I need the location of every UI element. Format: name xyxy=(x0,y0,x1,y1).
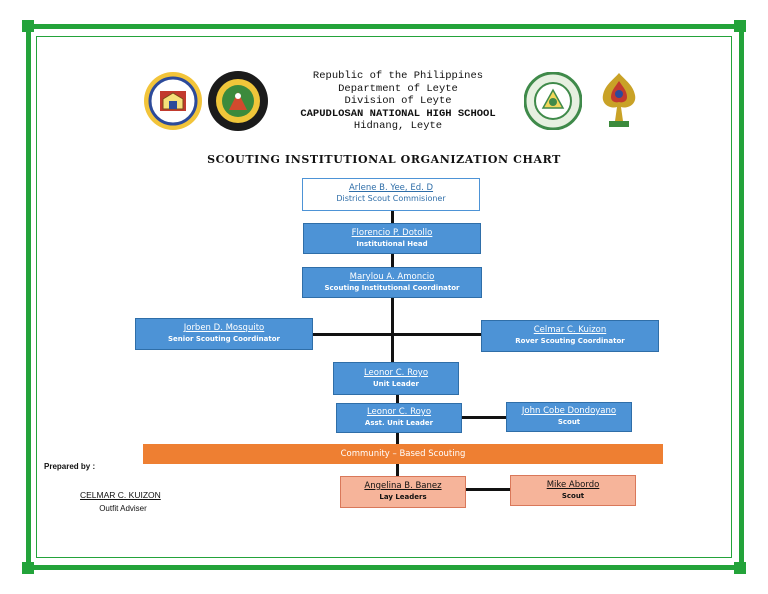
connector-line xyxy=(391,254,394,267)
connector-line xyxy=(466,488,510,491)
senior-coordinator-name: Jorben D. Mosquito xyxy=(183,323,265,333)
scout-role-lay: Scout xyxy=(561,492,585,500)
lay-leader-box: Angelina B. Banez Lay Leaders xyxy=(340,476,466,508)
connector-line xyxy=(396,464,399,476)
letterhead-department: Department of Leyte xyxy=(338,82,458,95)
letterhead-school: CAPUDLOSAN NATIONAL HIGH SCHOOL xyxy=(300,107,496,120)
connector-line xyxy=(391,298,394,362)
inner-frame xyxy=(36,36,732,558)
connector-line xyxy=(391,211,394,223)
connector-line xyxy=(313,333,481,336)
senior-coordinator-role: Senior Scouting Coordinator xyxy=(168,335,280,343)
commissioner-name: Arlene B. Yee, Ed. D xyxy=(348,183,434,193)
rover-coordinator-name: Celmar C. Kuizon xyxy=(533,325,607,335)
frame-corner xyxy=(22,20,34,32)
frame-corner xyxy=(734,562,746,574)
scouting-seal-icon xyxy=(208,71,268,131)
coordinator-name: Marylou A. Amoncio xyxy=(349,272,435,282)
rover-coordinator-role: Rover Scouting Coordinator xyxy=(515,337,625,345)
connector-line xyxy=(396,395,399,403)
commissioner-role: District Scout Commisioner xyxy=(336,194,446,203)
unit-leader-box: Leonor C. Royo Unit Leader xyxy=(333,362,459,395)
unit-leader-name: Leonor C. Royo xyxy=(363,368,429,378)
connector-line xyxy=(462,416,506,419)
coordinator-role: Scouting Institutional Coordinator xyxy=(324,284,460,292)
preparer-role: Outfit Adviser xyxy=(99,504,147,513)
rover-coordinator-box: Celmar C. Kuizon Rover Scouting Coordina… xyxy=(481,320,659,352)
letterhead: Republic of the Philippines Department o… xyxy=(290,70,506,133)
lay-leader-role: Lay Leaders xyxy=(379,493,427,501)
commissioner-box: Arlene B. Yee, Ed. D District Scout Comm… xyxy=(302,178,480,211)
scout-name: John Cobe Dondoyano xyxy=(521,406,617,416)
asst-unit-leader-name: Leonor C. Royo xyxy=(366,407,432,417)
community-based-scouting-band: Community – Based Scouting xyxy=(143,444,663,464)
scout-box: John Cobe Dondoyano Scout xyxy=(506,402,632,432)
asst-unit-leader-box: Leonor C. Royo Asst. Unit Leader xyxy=(336,403,462,433)
chart-title: SCOUTING INSTITUTIONAL ORGANIZATION CHAR… xyxy=(207,153,561,166)
preparer-name: CELMAR C. KUIZON xyxy=(80,490,161,500)
prepared-by-label: Prepared by : xyxy=(44,462,96,471)
asst-unit-leader-role: Asst. Unit Leader xyxy=(364,419,434,427)
coordinator-box: Marylou A. Amoncio Scouting Institutiona… xyxy=(302,267,482,298)
institutional-head-name: Florencio P. Dotollo xyxy=(351,228,433,238)
letterhead-town: Hidnang, Leyte xyxy=(353,120,443,132)
scout-name-lay: Mike Abordo xyxy=(546,480,600,490)
division-of-leyte-seal-icon xyxy=(524,72,582,130)
school-seal-icon xyxy=(144,72,202,130)
outer-frame xyxy=(26,24,744,570)
letterhead-division: Division of Leyte xyxy=(344,95,452,107)
scout-role: Scout xyxy=(557,418,581,426)
senior-coordinator-box: Jorben D. Mosquito Senior Scouting Coord… xyxy=(135,318,313,350)
unit-leader-role: Unit Leader xyxy=(373,380,419,388)
scout-box-lay: Mike Abordo Scout xyxy=(510,475,636,506)
institutional-head-box: Florencio P. Dotollo Institutional Head xyxy=(303,223,481,254)
frame-corner xyxy=(22,562,34,574)
lay-leader-name: Angelina B. Banez xyxy=(364,481,442,491)
frame-corner xyxy=(734,20,746,32)
institutional-head-role: Institutional Head xyxy=(356,240,428,248)
connector-line xyxy=(396,433,399,444)
letterhead-republic: Republic of the Philippines xyxy=(312,70,484,82)
boy-scout-emblem-icon xyxy=(602,73,636,127)
